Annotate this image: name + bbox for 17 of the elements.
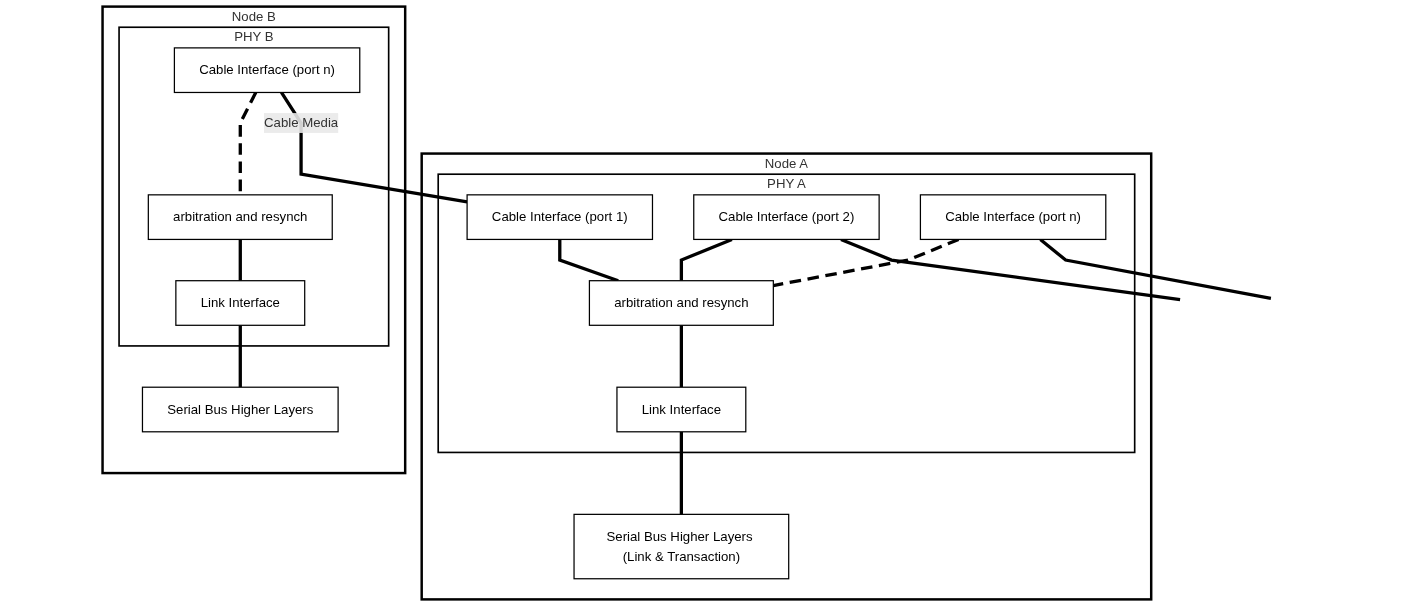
connector [1039, 238, 1272, 300]
edge-label: Cable Media [264, 115, 339, 130]
connector [679, 325, 683, 388]
connector [238, 325, 242, 388]
node-box: Serial Bus Higher Layers (Link & Transaction) [573, 513, 790, 580]
node-box: Link Interface [616, 386, 747, 433]
node-box: arbitration and resynch [588, 280, 774, 326]
node-box: Cable Interface (port 2) [693, 194, 880, 241]
node-box: Serial Bus Higher Layers [141, 386, 339, 433]
connector [238, 239, 242, 281]
connector [280, 91, 468, 204]
connector [679, 431, 683, 515]
node-box: arbitration and resynch [147, 194, 333, 241]
node-box: Cable Interface (port 1) [466, 194, 654, 241]
node-box: Cable Interface (port n) [173, 47, 361, 94]
node-box: Cable Interface (port n) [919, 194, 1107, 241]
node-box: Link Interface [175, 280, 306, 326]
